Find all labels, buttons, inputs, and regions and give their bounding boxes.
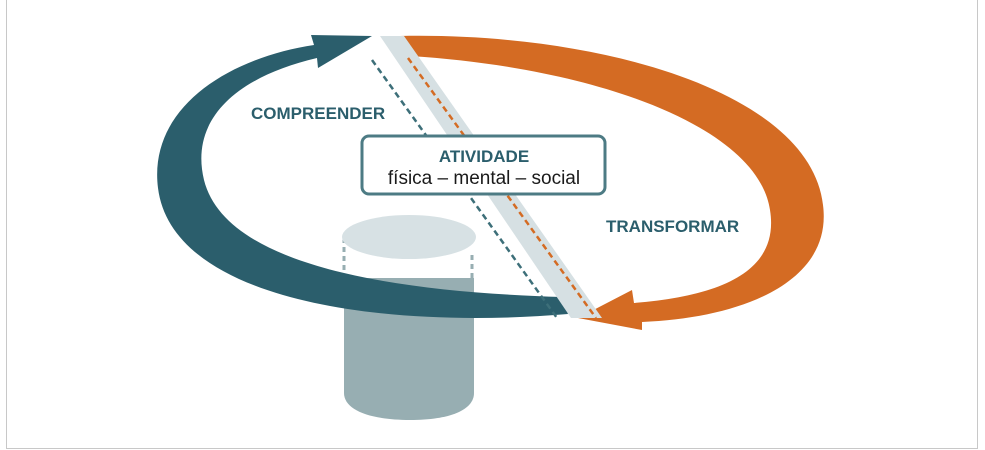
- compreender-label: COMPREENDER: [251, 104, 385, 123]
- transformar-label: TRANSFORMAR: [606, 217, 739, 236]
- diagram-frame: [6, 0, 978, 449]
- activity-box-subtitle: física – mental – social: [388, 168, 580, 189]
- band-dashed-teal: [370, 59, 559, 319]
- cylinder-top: [342, 215, 476, 259]
- compreender-arrow: [157, 35, 568, 319]
- activity-box: [360, 134, 607, 196]
- activity-box-title: ATIVIDADE: [439, 147, 529, 166]
- transformar-arrow: [400, 35, 824, 330]
